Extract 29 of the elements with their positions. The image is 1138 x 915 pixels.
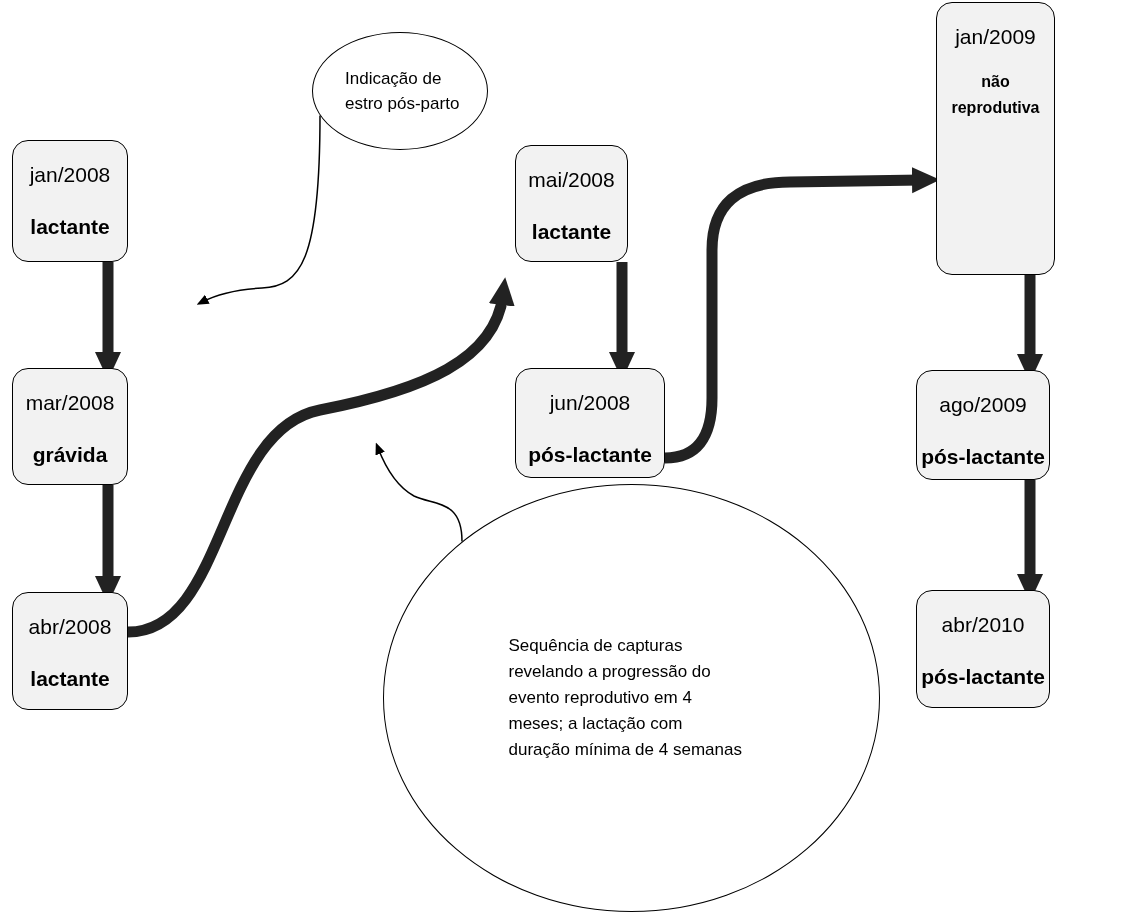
leader-line bbox=[196, 114, 321, 305]
date-label: abr/2010 bbox=[941, 612, 1025, 638]
date-label: jan/2008 bbox=[29, 162, 111, 188]
stage-box bbox=[515, 145, 628, 262]
date-label: mar/2008 bbox=[25, 390, 115, 416]
status-label: pós-lactante bbox=[921, 663, 1045, 690]
date-label: ago/2009 bbox=[939, 392, 1027, 418]
note-text: Sequência de capturas revelando a progressão do evento reprodutivo em 4 meses; a lactação com duração mínima de 4 semanas bbox=[508, 635, 743, 761]
stage-box bbox=[515, 368, 665, 478]
stage-box bbox=[12, 140, 128, 262]
status-label: pós-lactante bbox=[528, 441, 652, 468]
stage-box bbox=[12, 592, 128, 710]
arrow bbox=[127, 277, 514, 638]
stage-box bbox=[916, 590, 1050, 708]
note-text: Indicação de estro pós-parto bbox=[345, 68, 461, 115]
date-label: mai/2008 bbox=[528, 167, 615, 193]
date-label: jun/2008 bbox=[549, 390, 631, 416]
stage-box bbox=[12, 368, 128, 485]
date-label: abr/2008 bbox=[28, 614, 112, 640]
status-label: não reprodutiva bbox=[950, 71, 1041, 118]
date-label: jan/2009 bbox=[955, 24, 1036, 50]
stage-box bbox=[936, 2, 1055, 275]
leader-line bbox=[375, 442, 463, 543]
status-label: grávida bbox=[32, 441, 108, 468]
status-label: lactante bbox=[30, 665, 110, 692]
status-label: lactante bbox=[30, 213, 110, 240]
status-label: pós-lactante bbox=[921, 443, 1045, 470]
status-label: lactante bbox=[531, 218, 612, 245]
stage-box bbox=[916, 370, 1050, 480]
